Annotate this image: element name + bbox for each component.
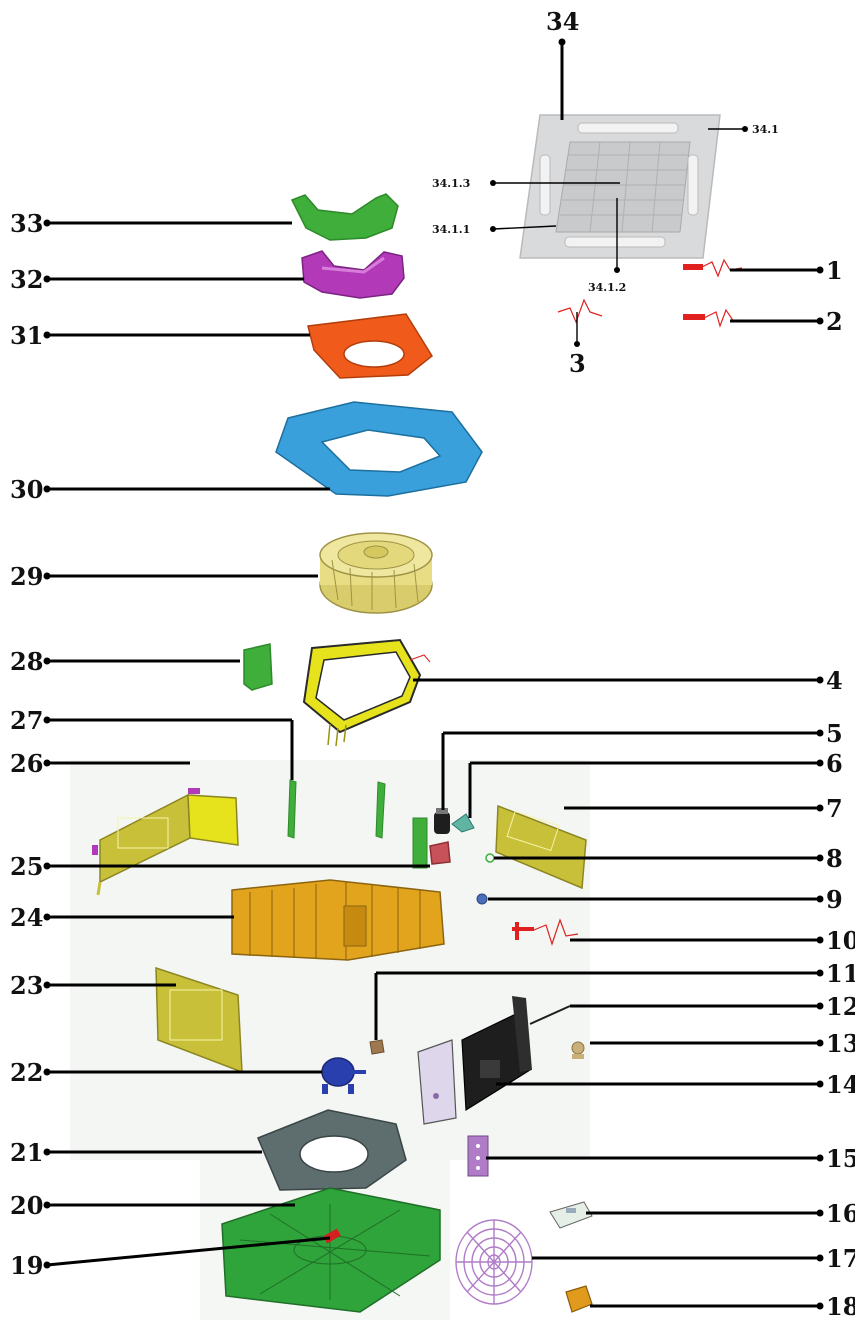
part-2 bbox=[683, 308, 743, 328]
part-14 bbox=[417, 996, 532, 1125]
label-31: 31 bbox=[10, 321, 43, 350]
leader-dots bbox=[43, 38, 824, 1310]
part-1 bbox=[683, 258, 743, 278]
part-4 bbox=[302, 638, 431, 747]
label-29: 29 bbox=[10, 562, 43, 591]
label-17: 17 bbox=[826, 1244, 855, 1273]
label-2: 2 bbox=[826, 307, 843, 336]
label-6: 6 bbox=[826, 749, 843, 778]
label-23: 23 bbox=[10, 971, 43, 1000]
label-16: 16 bbox=[826, 1199, 855, 1228]
callout-labels: 33 32 31 30 29 28 27 26 25 24 23 22 21 2… bbox=[10, 7, 855, 1321]
leader-lines bbox=[46, 42, 820, 1308]
label-22: 22 bbox=[10, 1058, 43, 1087]
part-21 bbox=[257, 1109, 407, 1191]
label-5: 5 bbox=[826, 719, 843, 748]
label-18: 18 bbox=[826, 1292, 855, 1321]
part-31 bbox=[307, 313, 433, 379]
label-25: 25 bbox=[10, 852, 43, 881]
part-7 bbox=[495, 804, 587, 890]
label-34-1: 34.1 bbox=[752, 123, 779, 136]
label-7: 7 bbox=[826, 794, 843, 823]
label-8: 8 bbox=[826, 844, 843, 873]
label-21: 21 bbox=[10, 1138, 43, 1167]
label-9: 9 bbox=[826, 885, 843, 914]
label-34-1-3: 34.1.3 bbox=[432, 177, 470, 190]
label-12: 12 bbox=[826, 992, 855, 1021]
part-22 bbox=[321, 1057, 366, 1094]
part-28 bbox=[243, 643, 273, 691]
part-32 bbox=[301, 250, 405, 299]
label-33: 33 bbox=[10, 209, 43, 238]
part-18 bbox=[565, 1285, 593, 1313]
label-15: 15 bbox=[826, 1144, 855, 1173]
label-11: 11 bbox=[826, 959, 855, 988]
panel-34 bbox=[519, 114, 721, 259]
part-9 bbox=[476, 893, 488, 905]
label-34: 34 bbox=[546, 7, 579, 36]
label-30: 30 bbox=[10, 475, 43, 504]
part-10 bbox=[512, 922, 534, 940]
label-34-1-2: 34.1.2 bbox=[588, 281, 626, 294]
label-14: 14 bbox=[826, 1070, 855, 1099]
label-3: 3 bbox=[569, 349, 586, 378]
part-11 bbox=[369, 1039, 385, 1055]
part-6 bbox=[451, 813, 475, 833]
label-19: 19 bbox=[10, 1251, 43, 1280]
part-13 bbox=[571, 1041, 585, 1059]
part-24 bbox=[231, 879, 445, 961]
part-12 bbox=[529, 1005, 571, 1025]
part-27-clip-a bbox=[287, 779, 297, 839]
label-28: 28 bbox=[10, 647, 43, 676]
part-27-clip-b bbox=[375, 781, 386, 839]
label-24: 24 bbox=[10, 903, 43, 932]
part-16 bbox=[549, 1201, 593, 1229]
label-27: 27 bbox=[10, 706, 43, 735]
label-13: 13 bbox=[826, 1029, 855, 1058]
label-34-1-1: 34.1.1 bbox=[432, 223, 470, 236]
part-25 bbox=[429, 841, 451, 865]
part-33 bbox=[290, 193, 399, 241]
part-5 bbox=[434, 808, 450, 834]
part-15 bbox=[467, 1135, 489, 1177]
label-10: 10 bbox=[826, 926, 855, 955]
part-29 bbox=[319, 532, 433, 614]
label-26: 26 bbox=[10, 749, 43, 778]
part-10-wave bbox=[533, 918, 579, 946]
part-3 bbox=[557, 298, 603, 324]
part-6-bracket bbox=[412, 817, 428, 869]
label-32: 32 bbox=[10, 265, 43, 294]
part-26 bbox=[92, 788, 239, 896]
part-17 bbox=[455, 1219, 533, 1305]
part-30 bbox=[275, 401, 483, 497]
label-20: 20 bbox=[10, 1191, 43, 1220]
label-1: 1 bbox=[826, 256, 843, 285]
label-4: 4 bbox=[826, 666, 843, 695]
